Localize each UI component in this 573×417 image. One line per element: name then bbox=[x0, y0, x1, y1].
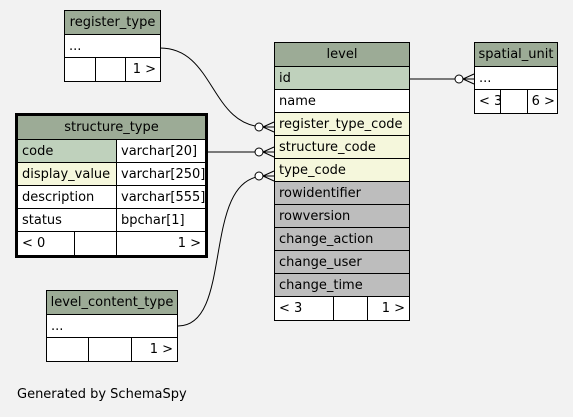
table-row: change_time bbox=[275, 274, 409, 297]
table-row: change_action bbox=[275, 228, 409, 251]
table-row: type_code bbox=[275, 159, 409, 182]
table-row: display_value varchar[250] bbox=[18, 163, 205, 186]
table-row: ... bbox=[475, 67, 557, 90]
table-register-type-title: register_type bbox=[65, 11, 160, 35]
table-footer: 1 > bbox=[47, 338, 177, 361]
crowfoot-spatial-unit-icon bbox=[454, 73, 475, 85]
table-footer: 1 > bbox=[65, 58, 160, 81]
table-footer: < 3 1 > bbox=[275, 297, 409, 320]
table-level-content-type[interactable]: level_content_type ... 1 > bbox=[46, 290, 178, 362]
table-footer: < 3 6 > bbox=[475, 90, 557, 113]
table-level[interactable]: level id name register_type_code structu… bbox=[274, 42, 410, 321]
table-spatial-unit[interactable]: spatial_unit ... < 3 6 > bbox=[474, 42, 558, 114]
table-row: rowidentifier bbox=[275, 182, 409, 205]
crowfoot-type-code-icon bbox=[254, 170, 275, 182]
crowfoot-register-type-icon bbox=[254, 121, 275, 133]
link-level-content-type bbox=[177, 175, 266, 327]
link-register-type bbox=[159, 47, 266, 128]
table-row: code varchar[20] bbox=[18, 140, 205, 163]
table-structure-type-title: structure_type bbox=[18, 116, 205, 140]
crowfoot-structure-icon bbox=[254, 146, 275, 158]
table-level-title: level bbox=[275, 43, 409, 67]
table-row: ... bbox=[65, 35, 160, 58]
table-row: status bpchar[1] bbox=[18, 209, 205, 232]
table-row: change_user bbox=[275, 251, 409, 274]
table-row: rowversion bbox=[275, 205, 409, 228]
table-row: id bbox=[275, 67, 409, 90]
table-structure-type[interactable]: structure_type code varchar[20] display_… bbox=[15, 113, 208, 258]
table-footer: < 0 1 > bbox=[18, 232, 205, 255]
table-row: structure_code bbox=[275, 136, 409, 159]
table-register-type[interactable]: register_type ... 1 > bbox=[64, 10, 161, 82]
table-row: name bbox=[275, 90, 409, 113]
table-row: description varchar[555] bbox=[18, 186, 205, 209]
table-spatial-unit-title: spatial_unit bbox=[475, 43, 557, 67]
table-row: register_type_code bbox=[275, 113, 409, 136]
table-level-content-type-title: level_content_type bbox=[47, 291, 177, 315]
table-row: ... bbox=[47, 315, 177, 338]
generated-by-label: Generated by SchemaSpy bbox=[17, 387, 187, 402]
